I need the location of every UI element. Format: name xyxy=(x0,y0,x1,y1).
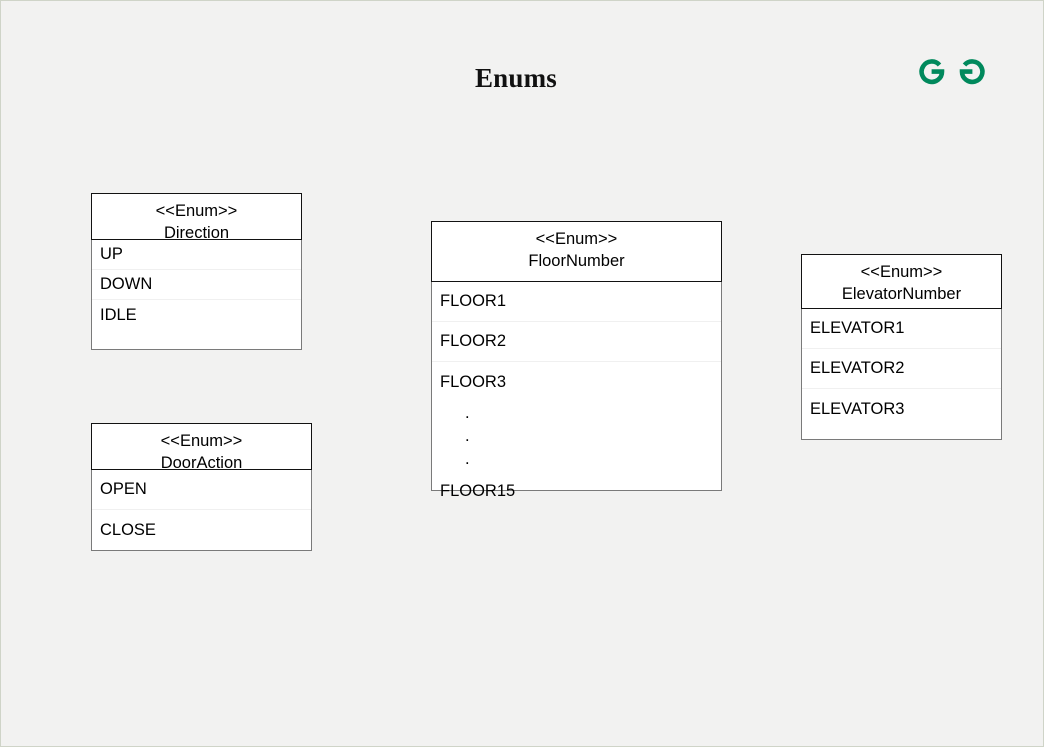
enum-header-direction: <<Enum>> Direction xyxy=(91,193,302,242)
enum-value-item: IDLE xyxy=(100,305,137,324)
enum-header-floornumber: <<Enum>> FloorNumber xyxy=(431,221,722,282)
enum-value-item: FLOOR2 xyxy=(432,322,721,362)
enum-value-item: FLOOR1 xyxy=(432,282,721,322)
enum-body-padding xyxy=(92,330,301,350)
enum-value-item: ELEVATOR1 xyxy=(802,309,1001,349)
enum-name: FloorNumber xyxy=(528,252,625,271)
enum-ellipsis-dot: . xyxy=(465,404,470,422)
page-title: Enums xyxy=(474,63,558,93)
enum-box-dooraction: <<Enum>> DoorAction OPEN CLOSE xyxy=(91,423,312,551)
enum-body-direction: UP DOWN IDLE xyxy=(91,240,302,350)
enum-header-dooraction: <<Enum>> DoorAction xyxy=(91,423,312,472)
enum-ellipsis-dot: . xyxy=(465,450,470,468)
enum-header-elevatornumber: <<Enum>> ElevatorNumber xyxy=(801,254,1002,309)
enum-name: ElevatorNumber xyxy=(841,285,962,304)
enum-value-item: FLOOR3 xyxy=(440,372,507,391)
enum-body-dooraction: OPEN CLOSE xyxy=(91,470,312,551)
enum-value-item: ELEVATOR2 xyxy=(802,349,1001,389)
enum-stereotype: <<Enum>> xyxy=(535,230,618,248)
enum-value-item: DOWN xyxy=(92,270,301,300)
enum-body-elevatornumber: ELEVATOR1 ELEVATOR2 ELEVATOR3 xyxy=(801,309,1002,440)
enum-stereotype: <<Enum>> xyxy=(860,263,943,281)
enum-body-floornumber: FLOOR1 FLOOR2 FLOOR3 . . . FLOOR15 xyxy=(431,282,722,500)
enum-name: DoorAction xyxy=(160,454,243,473)
enum-ellipsis-dot: . xyxy=(465,427,470,445)
enum-name: Direction xyxy=(163,224,230,243)
enum-value-item: CLOSE xyxy=(100,520,156,539)
enum-stereotype: <<Enum>> xyxy=(160,432,243,450)
enum-box-floornumber: <<Enum>> FloorNumber FLOOR1 FLOOR2 FLOOR… xyxy=(431,221,722,500)
enum-box-elevatornumber: <<Enum>> ElevatorNumber ELEVATOR1 ELEVAT… xyxy=(801,254,1002,440)
enum-value-item: FLOOR15 xyxy=(440,482,516,500)
enum-value-item: ELEVATOR3 xyxy=(810,399,905,418)
enum-value-item: UP xyxy=(92,240,301,270)
geeksforgeeks-logo-icon xyxy=(919,49,985,89)
enum-box-direction: <<Enum>> Direction UP DOWN IDLE xyxy=(91,193,302,350)
enum-value-item: OPEN xyxy=(92,470,311,510)
enum-stereotype: <<Enum>> xyxy=(155,202,238,220)
